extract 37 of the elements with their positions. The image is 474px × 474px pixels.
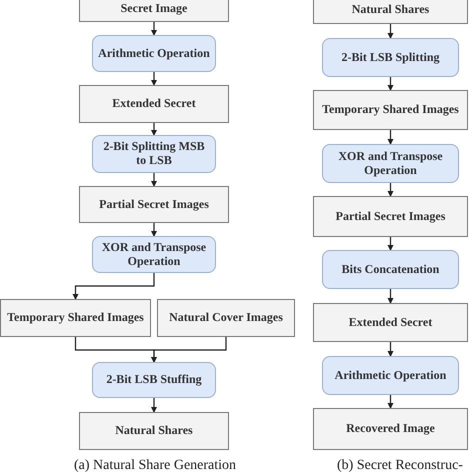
process-box: 2-Bit Splitting MSB to LSB xyxy=(92,135,216,173)
arrow xyxy=(388,342,394,357)
data-box: Temporary Shared Images xyxy=(313,90,468,130)
data-box: Secret Image xyxy=(79,0,229,22)
arrow xyxy=(388,77,394,91)
arrow xyxy=(388,130,394,145)
process-box: Arithmetic Operation xyxy=(92,35,216,72)
arrow xyxy=(151,337,227,363)
arrow xyxy=(388,237,394,251)
data-box: Recovered Image xyxy=(313,408,468,450)
arrow xyxy=(388,183,394,197)
arrow xyxy=(151,398,157,413)
data-box: Natural Shares xyxy=(79,412,229,450)
data-box: Partial Secret Images xyxy=(313,196,468,237)
arrow xyxy=(151,72,157,86)
arrow xyxy=(72,273,155,300)
arrow xyxy=(151,173,157,187)
process-box: 2-Bit LSB Stuffing xyxy=(92,362,216,398)
process-box: Bits Concatenation xyxy=(322,250,459,289)
data-box: Partial Secret Images xyxy=(79,186,229,223)
arrow xyxy=(388,24,394,39)
arrow xyxy=(388,395,394,409)
data-box: Extended Secret xyxy=(313,303,468,342)
data-box: Temporary Shared Images xyxy=(0,299,151,337)
data-box: Natural Shares xyxy=(313,0,468,24)
caption: (a) Natural Share Generation xyxy=(72,457,238,474)
process-box: XOR and Transpose Operation xyxy=(322,144,459,183)
arrow xyxy=(151,123,157,136)
caption: (b) Secret Reconstruc- xyxy=(336,457,464,474)
data-box: Extended Secret xyxy=(79,85,229,123)
data-box: Natural Cover Images xyxy=(157,299,295,337)
process-box: Arithmetic Operation xyxy=(322,356,459,395)
arrow xyxy=(151,22,157,36)
arrow xyxy=(151,223,157,237)
arrow xyxy=(388,289,394,304)
process-box: XOR and Transpose Operation xyxy=(92,236,216,273)
process-box: 2-Bit LSB Splitting xyxy=(322,38,459,77)
